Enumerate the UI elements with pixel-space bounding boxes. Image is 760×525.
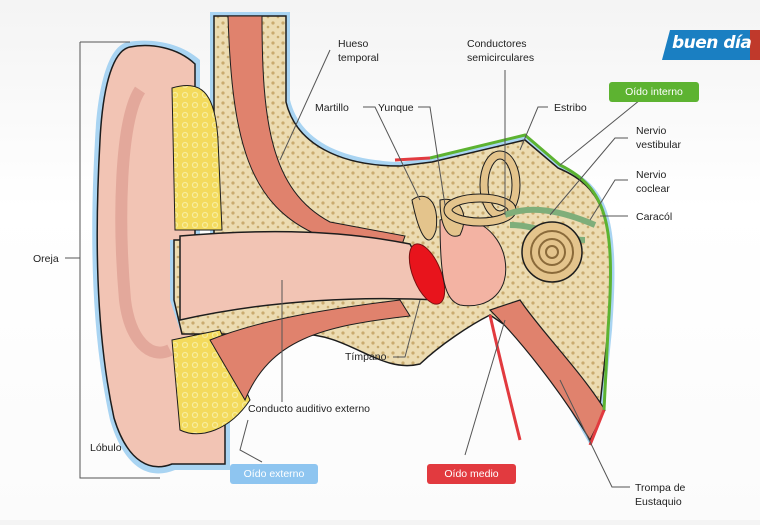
label-conductores-semicirculares: Conductores semicirculares [467, 38, 535, 64]
label-nervio-vestibular: Nervio vestibular [636, 125, 681, 151]
inner-ear-boundary [429, 133, 612, 411]
section-badge-oido-externo: Oído externo [230, 464, 318, 484]
logo-accent [750, 30, 760, 60]
label-oreja: Oreja [33, 253, 59, 265]
brand-logo: buen día [658, 30, 760, 60]
label-caracol: Caracól [636, 211, 673, 223]
lower-muscle [209, 299, 411, 402]
label-trompa-eustaquio: Trompa de Eustaquio [635, 482, 686, 508]
auricle-fold [115, 86, 173, 359]
label-martillo: Martillo [315, 102, 349, 114]
leader-lines [65, 41, 641, 488]
label-timpano: Tímpano [345, 351, 387, 363]
section-badge-oido-interno: Oído interno [609, 82, 699, 102]
malleus [411, 195, 438, 241]
label-nervio-coclear: Nervio coclear [636, 169, 670, 195]
label-estribo: Estribo [554, 102, 587, 114]
label-lobulo: Lóbulo [90, 442, 122, 454]
section-badge-oido-medio: Oído medio [427, 464, 516, 484]
label-conducto-auditivo: Conducto auditivo externo [248, 403, 370, 415]
cartilage [171, 85, 223, 231]
label-yunque: Yunque [378, 102, 414, 114]
eardrum [408, 243, 446, 305]
label-hueso-temporal: Hueso temporal [338, 38, 379, 64]
logo-text: buen día [672, 33, 752, 53]
